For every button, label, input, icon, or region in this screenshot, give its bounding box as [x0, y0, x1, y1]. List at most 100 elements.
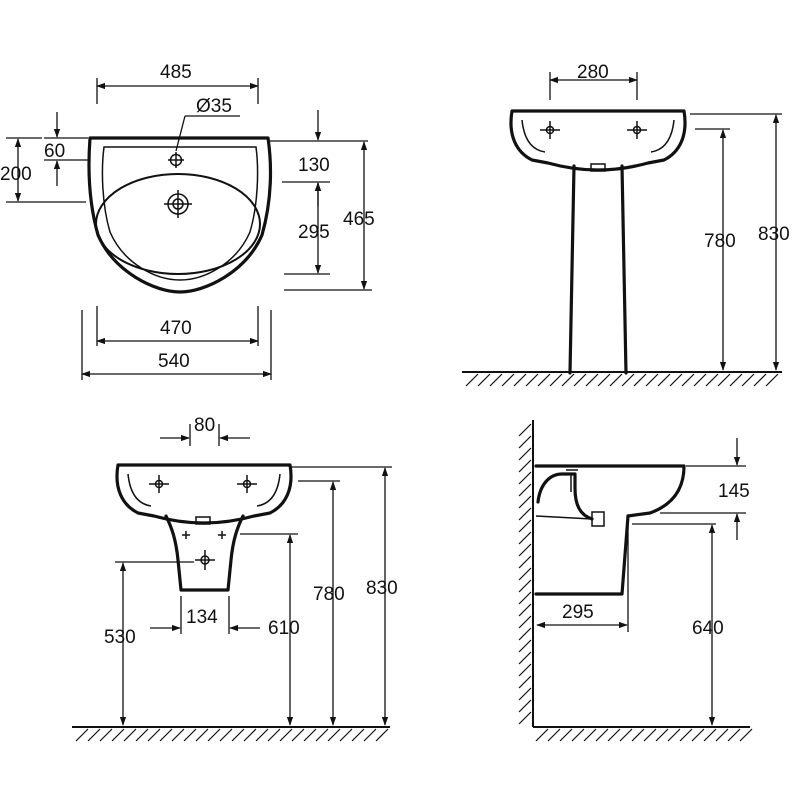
hatch-tick: [691, 728, 705, 742]
hatch-tick: [518, 555, 532, 569]
drain-icon: [164, 190, 192, 218]
hatch-tick: [518, 567, 532, 581]
dim-projection-295: 295: [562, 602, 594, 623]
hatch-tick: [518, 663, 532, 677]
dim-underside-640: 640: [692, 618, 724, 639]
floor-hatch-bottom-right: [533, 726, 753, 742]
hatch-tick: [559, 728, 573, 742]
dim-bolt-spacing-80: 80: [194, 415, 215, 436]
hatch-tick: [518, 627, 532, 641]
hatch-tick: [655, 728, 669, 742]
semi-bolt-right-icon: [237, 475, 257, 493]
hatch-tick: [518, 483, 532, 497]
hatch-tick: [231, 728, 245, 742]
hatch-tick: [631, 728, 645, 742]
hatch-tick: [571, 728, 585, 742]
dim-rim-height-780: 780: [704, 231, 736, 252]
hatch-tick: [727, 728, 741, 742]
dim-tap-hole: Ø35: [196, 96, 232, 117]
hatch-tick: [657, 373, 671, 387]
hatch-tick: [609, 373, 623, 387]
hatch-tick: [753, 373, 767, 387]
dim-bowl-depth: 295: [298, 222, 330, 243]
hatch-tick: [518, 615, 532, 629]
dim-bowl-width: 470: [160, 318, 192, 339]
hatch-tick: [729, 373, 743, 387]
hatch-tick: [693, 373, 707, 387]
hatch-tick: [171, 728, 185, 742]
hatch-tick: [123, 728, 137, 742]
hatch-tick: [535, 728, 549, 742]
hatch-tick: [518, 543, 532, 557]
hatch-tick: [537, 373, 551, 387]
hatch-tick: [375, 728, 389, 742]
side-basin-profile: [534, 464, 686, 518]
hatch-tick: [765, 373, 779, 387]
hatch-tick: [518, 459, 532, 473]
hatch-tick: [207, 728, 221, 742]
semi-bolt-left-icon: [149, 475, 169, 493]
dim-edge-to-drain: 200: [0, 164, 32, 185]
floor-hatch-bottom-left: [72, 726, 390, 742]
dim-width-top: 485: [160, 62, 192, 83]
hatch-tick: [477, 373, 491, 387]
semi-pedestal-front-view: 80 134 530 610 780 830: [72, 415, 398, 742]
dim-front-to-hole: 130: [298, 155, 330, 176]
hatch-tick: [549, 373, 563, 387]
hatch-tick: [518, 579, 532, 593]
pedestal-column: [568, 164, 628, 375]
hatch-tick: [633, 373, 647, 387]
hatch-tick: [669, 373, 683, 387]
hatch-tick: [703, 728, 717, 742]
semi-fixing-icons: [182, 531, 226, 570]
hatch-tick: [315, 728, 329, 742]
hatch-tick: [363, 728, 377, 742]
hatch-tick: [518, 447, 532, 461]
dim-pedestal-width-134: 134: [186, 607, 218, 628]
hatch-tick: [518, 603, 532, 617]
hatch-tick: [351, 728, 365, 742]
bolt-right-icon: [627, 121, 647, 139]
hatch-tick: [518, 711, 532, 725]
hatch-tick: [645, 373, 659, 387]
side-wall-view: 145 295 640: [518, 420, 753, 742]
hatch-tick: [339, 728, 353, 742]
hatch-tick: [291, 728, 305, 742]
dim-overall-width: 540: [158, 351, 190, 372]
hatch-tick: [518, 699, 532, 713]
hatch-tick: [518, 423, 532, 437]
plan-bowl: [95, 173, 261, 275]
hatch-tick: [518, 519, 532, 533]
hatch-tick: [518, 471, 532, 485]
hatch-tick: [489, 373, 503, 387]
plan-view: 485 Ø35 60 200 130 295 465 470: [0, 62, 375, 380]
hatch-tick: [573, 373, 587, 387]
hatch-tick: [87, 728, 101, 742]
dim-semi-rim-height-780: 780: [313, 584, 345, 605]
hatch-tick: [643, 728, 657, 742]
hatch-tick: [518, 495, 532, 509]
hatch-tick: [595, 728, 609, 742]
hatch-tick: [518, 507, 532, 521]
hatch-tick: [717, 373, 731, 387]
hatch-tick: [99, 728, 113, 742]
pedestal-basin: [509, 109, 687, 172]
hatch-tick: [75, 728, 89, 742]
dim-drain-height-530: 530: [104, 627, 136, 648]
hatch-tick: [195, 728, 209, 742]
hatch-tick: [501, 373, 515, 387]
hatch-tick: [607, 728, 621, 742]
semi-pedestal-body: [164, 514, 245, 592]
side-pedestal-profile: [534, 514, 630, 596]
dim-semi-overall-830: 830: [366, 578, 398, 599]
hatch-tick: [547, 728, 561, 742]
pedestal-front-view: 280 780 830: [462, 62, 790, 387]
dim-drain-height-610: 610: [268, 618, 300, 639]
hatch-tick: [518, 675, 532, 689]
wall-hatch: [518, 420, 534, 727]
hatch-tick: [159, 728, 173, 742]
hatch-tick: [715, 728, 729, 742]
hatch-tick: [585, 373, 599, 387]
hatch-tick: [518, 435, 532, 449]
